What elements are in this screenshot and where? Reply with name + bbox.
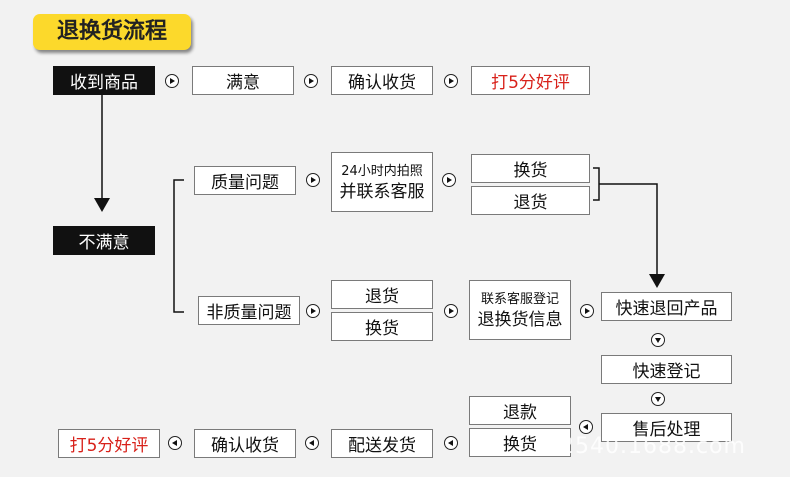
- arrow-left-icon: [305, 436, 319, 450]
- node-non-quality-issue: 非质量问题: [198, 296, 300, 325]
- node-satisfied: 满意: [192, 66, 294, 95]
- arrow-left-icon: [444, 436, 458, 450]
- connector-line: [599, 183, 658, 276]
- node-rate-five-stars: 打5分好评: [58, 429, 160, 458]
- node-refund: 退款: [469, 396, 571, 425]
- arrow-right-icon: [165, 74, 179, 88]
- page-title: 退换货流程: [33, 14, 191, 50]
- arrow-right-icon: [442, 173, 456, 187]
- node-photo-contact: 24小时内拍照 并联系客服: [331, 152, 433, 212]
- node-return: 退货: [331, 280, 433, 309]
- arrow-down-icon: [651, 333, 665, 347]
- node-received: 收到商品: [53, 66, 155, 95]
- node-exchange: 换货: [331, 312, 433, 341]
- node-confirm-receipt: 确认收货: [194, 429, 296, 458]
- node-ship: 配送发货: [331, 429, 433, 458]
- node-rate-five-stars: 打5分好评: [471, 66, 590, 95]
- arrow-right-icon: [304, 74, 318, 88]
- result-bracket: [593, 167, 600, 201]
- node-quality-issue: 质量问题: [194, 166, 296, 195]
- node-return: 退货: [471, 186, 590, 215]
- register-line-1: 联系客服登记: [480, 292, 559, 307]
- watermark: 2540.1688.com: [560, 434, 746, 459]
- node-register-info: 联系客服登记 退换货信息: [469, 280, 571, 340]
- arrow-right-icon: [444, 304, 458, 318]
- arrow-right-icon: [306, 173, 320, 187]
- node-exchange: 换货: [469, 428, 571, 457]
- photo-line-1: 24小时内拍照: [341, 164, 423, 179]
- node-confirm-receipt: 确认收货: [331, 66, 433, 95]
- register-line-2: 退换货信息: [477, 310, 563, 330]
- issue-bracket: [173, 179, 184, 313]
- arrow-right-icon: [444, 74, 458, 88]
- node-unsatisfied: 不满意: [53, 226, 155, 255]
- node-exchange: 换货: [471, 154, 590, 183]
- node-quick-register: 快速登记: [601, 355, 732, 384]
- arrow-down-icon: [651, 392, 665, 406]
- node-after-sales: 售后处理: [601, 413, 732, 442]
- photo-line-2: 并联系客服: [339, 182, 425, 202]
- arrowhead-down-icon: [649, 274, 665, 288]
- node-quick-return: 快速退回产品: [601, 292, 732, 321]
- arrowhead-down-icon: [94, 198, 110, 212]
- arrow-left-icon: [168, 436, 182, 450]
- arrow-right-icon: [306, 304, 320, 318]
- arrow-right-icon: [580, 304, 594, 318]
- arrow-left-icon: [579, 420, 593, 434]
